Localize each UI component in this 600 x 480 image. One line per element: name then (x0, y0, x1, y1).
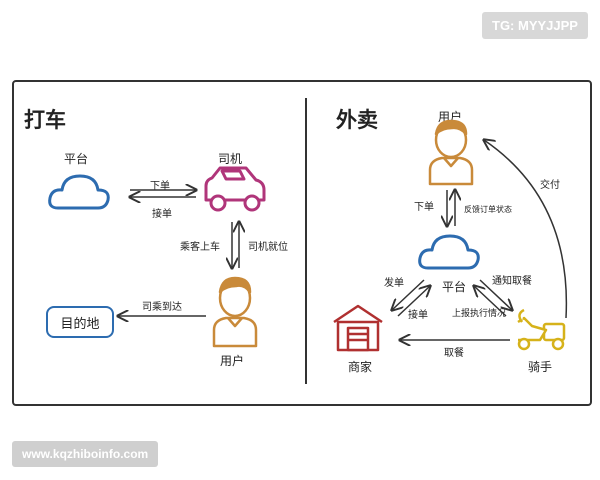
right-notify-pickup-label: 通知取餐 (492, 276, 532, 287)
left-driver-ready-label: 司机就位 (248, 242, 288, 253)
right-rider-arrows (474, 279, 512, 317)
left-order-arrows (130, 190, 196, 197)
right-user-icon (428, 119, 474, 186)
left-title: 打车 (24, 108, 66, 132)
left-vertical-arrows (232, 222, 239, 268)
destination-box: 目的地 (46, 306, 114, 338)
right-platform-label: 平台 (442, 280, 467, 294)
left-driver-label: 司机 (218, 152, 243, 166)
right-feedback-label: 反馈订单状态 (464, 205, 512, 214)
right-report-label: 上报执行情况 (452, 309, 507, 319)
merchant-shop-icon (333, 304, 383, 352)
right-deliver-arrow (484, 140, 568, 319)
car-icon (204, 166, 266, 212)
left-user-label: 用户 (220, 354, 245, 368)
left-order-label: 下单 (150, 181, 170, 192)
right-user-platform-arrows (447, 190, 455, 226)
left-accept-label: 接单 (152, 209, 172, 220)
right-accept-label: 接单 (408, 310, 428, 321)
left-arrive-label: 司乘到达 (142, 302, 182, 313)
left-cloud-icon (48, 174, 110, 210)
left-platform-label: 平台 (64, 152, 89, 166)
right-send-order-label: 发单 (384, 278, 404, 289)
tg-badge: TG: MYYJJPP (482, 12, 588, 39)
rider-scooter-icon (517, 308, 566, 351)
diagram-frame (12, 80, 592, 406)
right-merchant-arrows (392, 279, 430, 317)
right-merchant-label: 商家 (348, 360, 373, 374)
right-order-label: 下单 (414, 202, 434, 213)
left-user-icon (212, 276, 258, 348)
left-boarding-label: 乘客上车 (180, 242, 220, 253)
site-badge: www.kqzhiboinfo.com (12, 441, 159, 467)
right-cloud-icon (418, 234, 480, 270)
panel-divider (305, 98, 307, 384)
right-title: 外卖 (336, 108, 378, 132)
right-rider-label: 骑手 (528, 360, 553, 374)
right-pickup-label: 取餐 (444, 348, 464, 359)
destination-label: 目的地 (60, 316, 100, 332)
right-deliver-label: 交付 (540, 180, 560, 191)
